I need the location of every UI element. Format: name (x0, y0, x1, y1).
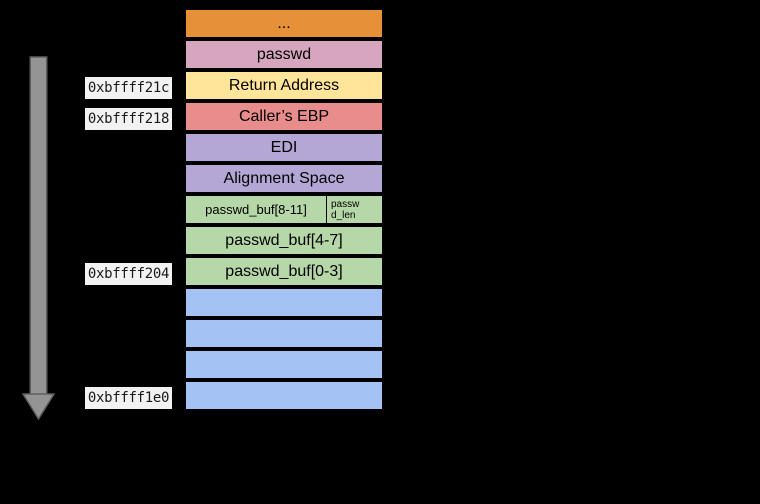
address-label: 0xbffff1e0 (85, 387, 172, 409)
stack-row-passwd-buf-8-11: passwd_buf[8-11] passw d_len (185, 195, 383, 224)
stack-row-return-address: Return Address (185, 71, 383, 100)
stack-row-passwd-buf-4-7: passwd_buf[4-7] (185, 226, 383, 255)
cell-passwd-len: passw d_len (326, 196, 382, 223)
stack-row-empty-4 (185, 381, 383, 410)
stack-row-ellipsis: ... (185, 9, 383, 38)
cell-passwd-buf-8-11: passwd_buf[8-11] (205, 202, 307, 217)
stack-row-passwd-buf-0-3: passwd_buf[0-3] (185, 257, 383, 286)
address-label: 0xbffff218 (85, 108, 172, 130)
address-label: 0xbffff21c (85, 77, 172, 99)
address-label: 0xbffff204 (85, 263, 172, 285)
stack-growth-arrow-icon (21, 56, 56, 422)
stack-row-empty-2 (185, 319, 383, 348)
stack-row-passwd: passwd (185, 40, 383, 69)
stack-row-callers-ebp: Caller’s EBP (185, 102, 383, 131)
stack-row-edi: EDI (185, 133, 383, 162)
stack-row-alignment-space: Alignment Space (185, 164, 383, 193)
stack-row-empty-3 (185, 350, 383, 379)
stack-row-empty-1 (185, 288, 383, 317)
